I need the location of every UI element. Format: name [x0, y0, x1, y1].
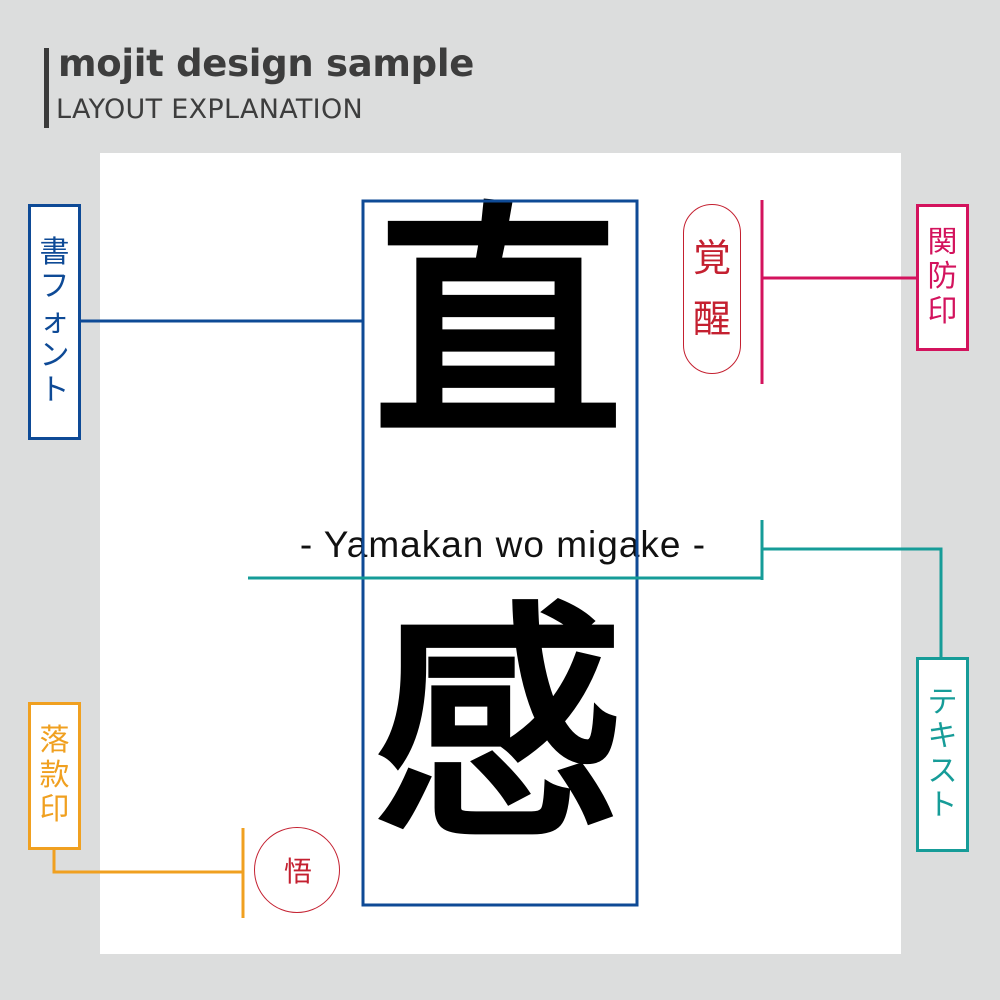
rakkan-seal-char: 悟	[283, 855, 312, 888]
label-kanbou-seal: 関 防 印	[916, 204, 969, 351]
page-subtitle: LAYOUT EXPLANATION	[56, 94, 363, 125]
label-char: ス	[927, 753, 958, 789]
calligraphy-char-1: 直	[373, 178, 623, 472]
label-char: 印	[927, 293, 958, 329]
label-text: テ キ ス ト	[916, 657, 969, 852]
label-char: 印	[39, 792, 70, 828]
kanbou-seal-char: 醒	[692, 297, 731, 341]
label-char: ト	[39, 372, 70, 408]
label-char: ォ	[39, 303, 70, 339]
label-rakkan-seal: 落 款 印	[28, 702, 81, 850]
label-char: 防	[927, 259, 958, 295]
calligraphy-char-2: 感	[373, 578, 623, 872]
label-char: ン	[39, 338, 70, 374]
kanbou-seal-char: 覚	[692, 236, 731, 281]
header-accent-bar	[44, 48, 49, 128]
label-char: 関	[927, 224, 958, 260]
label-char: キ	[927, 719, 958, 754]
label-char: 書	[39, 234, 70, 270]
label-char: 款	[39, 757, 70, 793]
artwork-canvas	[100, 153, 901, 954]
rakkan-seal: 悟	[254, 827, 340, 913]
font-highlight-box	[361, 199, 639, 907]
page-title: mojit design sample	[58, 42, 475, 85]
label-char: ト	[927, 788, 958, 823]
text-connector-line	[762, 547, 943, 657]
label-brush-font: 書 フ ォ ン ト	[28, 204, 81, 440]
label-char: テ	[927, 684, 958, 720]
kanbou-seal: 覚 醒	[683, 204, 741, 374]
label-char: 落	[39, 723, 70, 759]
rakkan-connector-line	[52, 850, 243, 874]
label-char: フ	[39, 269, 70, 305]
